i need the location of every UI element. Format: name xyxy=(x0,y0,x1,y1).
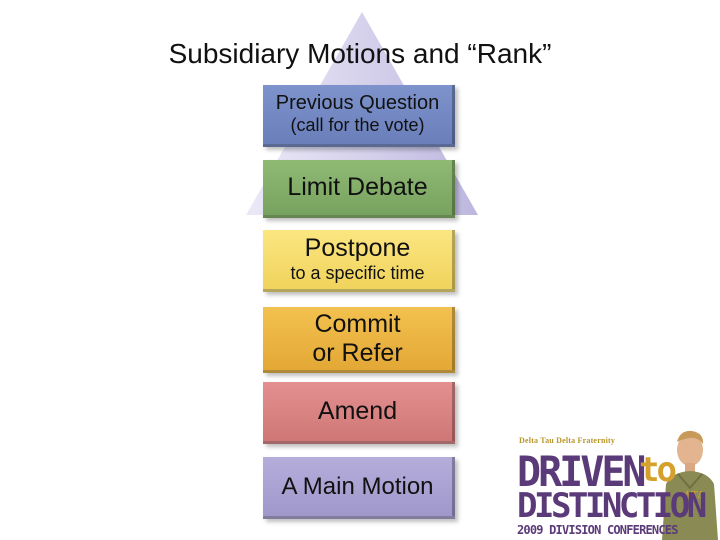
level-sublabel: to a specific time xyxy=(290,263,425,284)
level-sublabel: (call for the vote) xyxy=(290,115,425,136)
level-label: Commit xyxy=(314,309,401,338)
conference-logo: ΔTΔ Delta Tau Delta Fraternity DRIVEN to… xyxy=(515,428,720,540)
level-main-motion: A Main Motion xyxy=(263,457,455,519)
level-label: Postpone xyxy=(304,234,411,263)
level-label: Limit Debate xyxy=(287,173,428,202)
level-postpone: Postpone to a specific time xyxy=(263,230,455,292)
level-commit-or-refer: Commit or Refer xyxy=(263,307,455,373)
slide-title: Subsidiary Motions and “Rank” xyxy=(168,38,552,69)
level-label: Previous Question xyxy=(275,92,440,115)
level-label-second-line: or Refer xyxy=(312,338,403,367)
person-photo-icon: ΔTΔ xyxy=(662,430,718,540)
svg-text:ΔTΔ: ΔTΔ xyxy=(684,491,705,501)
level-limit-debate: Limit Debate xyxy=(263,160,455,218)
logo-distinction: DISTINCTION xyxy=(517,486,707,526)
level-previous-question: Previous Question (call for the vote) xyxy=(263,85,455,147)
logo-conference-year: 2009 DIVISION CONFERENCES xyxy=(517,523,678,537)
logo-driven: DRIVEN xyxy=(517,448,646,497)
logo-to: to xyxy=(639,450,677,490)
level-amend: Amend xyxy=(263,382,455,444)
level-label: A Main Motion xyxy=(281,472,434,500)
level-label: Amend xyxy=(317,397,398,426)
logo-fraternity-name: Delta Tau Delta Fraternity xyxy=(519,436,616,445)
